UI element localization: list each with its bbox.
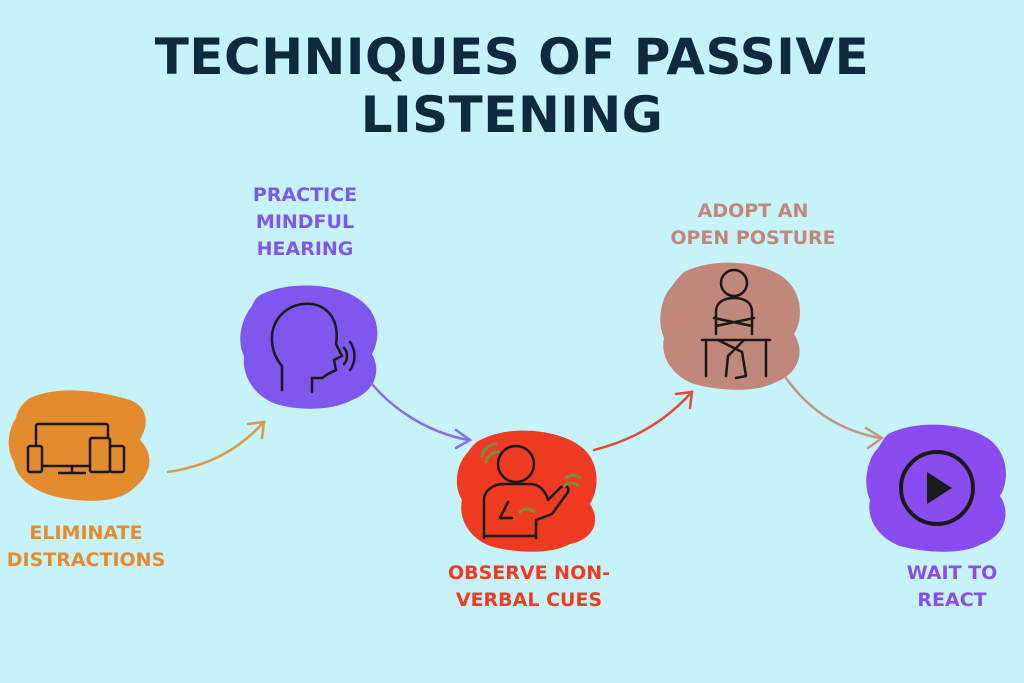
cue-marks-icon [480,442,582,514]
step-3-blob [456,430,597,552]
gesturing-person-icon [482,444,570,540]
step-2-label: PRACTICE MINDFUL HEARING [220,182,390,263]
page-title: TECHNIQUES OF PASSIVE LISTENING [154,28,870,144]
step-3-label-line: VERBAL CUES [455,589,603,611]
step-1-label-line: DISTRACTIONS [6,549,166,571]
step-1-label-line: ELIMINATE [29,522,143,544]
arrow-2-3 [370,382,473,450]
arrow-4-5 [784,376,885,450]
step-5-label-line: WAIT TO [906,562,998,584]
step-4-label-line: OPEN POSTURE [670,227,836,249]
step-2-label-line: PRACTICE [252,184,358,206]
arrow-3-4 [592,390,694,452]
step-4-blob [660,262,800,390]
step-3-label-line: OBSERVE NON- [447,562,611,584]
play-icon [899,450,975,526]
step-5-label-line: REACT [917,589,987,611]
seated-person-icon [700,268,772,380]
step-3-label: OBSERVE NON- VERBAL CUES [436,560,622,614]
devices-icon [26,422,126,475]
step-1-label: ELIMINATE DISTRACTIONS [0,520,176,574]
step-2-label-line: HEARING [256,238,354,260]
speaking-head-icon [270,302,356,394]
step-5-label: WAIT TO REACT [890,560,1014,614]
step-4-label: ADOPT AN OPEN POSTURE [640,198,866,252]
arrow-1-2 [166,420,266,474]
step-4-label-line: ADOPT AN [697,200,809,222]
step-2-label-line: MINDFUL [255,211,355,233]
step-2-blob [240,285,378,409]
